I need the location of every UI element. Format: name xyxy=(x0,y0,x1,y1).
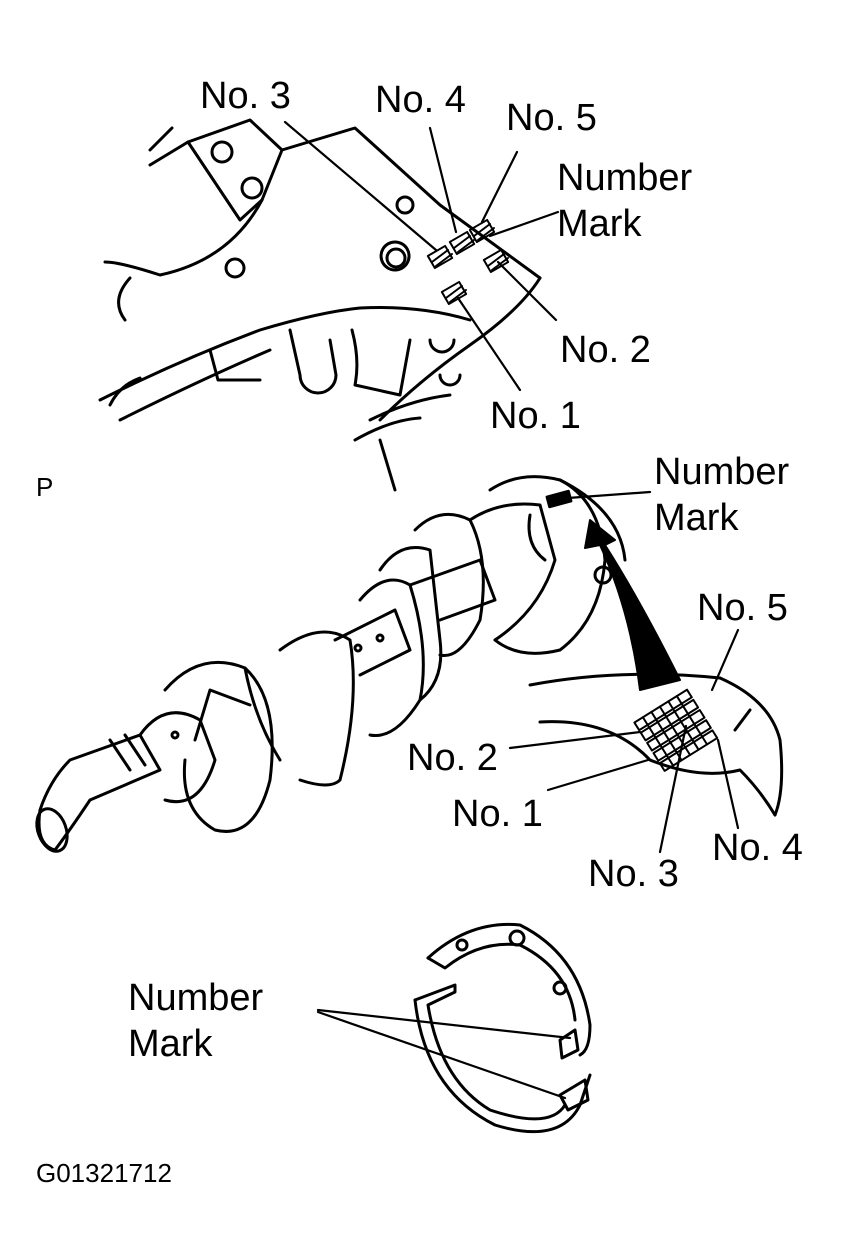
bearing-shell-drawing xyxy=(413,922,592,1134)
bearing-number-marks xyxy=(633,688,719,772)
crankshaft-drawing xyxy=(35,475,627,853)
bearing-leader-lines xyxy=(316,1008,572,1100)
block-label-no2: No. 2 xyxy=(560,329,651,371)
bearing-label-number: Number xyxy=(128,977,264,1019)
crank-label-number: Number xyxy=(654,451,790,493)
block-label-number: Number xyxy=(557,157,693,199)
crank-label-no2: No. 2 xyxy=(407,737,498,779)
bearing-cap-detail xyxy=(528,672,784,817)
block-label-no3: No. 3 xyxy=(200,75,291,117)
block-label-no4: No. 4 xyxy=(375,79,466,121)
crank-leader-lines xyxy=(508,628,740,854)
engine-block-drawing xyxy=(98,118,542,492)
block-label-mark: Mark xyxy=(557,203,642,245)
crank-label-mark: Mark xyxy=(654,497,739,539)
crank-label-no3: No. 3 xyxy=(588,853,679,895)
crank-label-no1: No. 1 xyxy=(452,793,543,835)
panel-letter: P xyxy=(36,472,54,502)
crank-label-no4: No. 4 xyxy=(712,827,803,869)
block-leader-lines xyxy=(283,120,560,392)
crank-number-mark xyxy=(545,489,681,691)
block-label-no1: No. 1 xyxy=(490,395,581,437)
figure-id: G01321712 xyxy=(36,1158,172,1188)
crank-label-no5: No. 5 xyxy=(697,587,788,629)
bearing-label-mark: Mark xyxy=(128,1023,213,1065)
block-label-no5: No. 5 xyxy=(506,97,597,139)
block-number-marks xyxy=(426,218,510,306)
